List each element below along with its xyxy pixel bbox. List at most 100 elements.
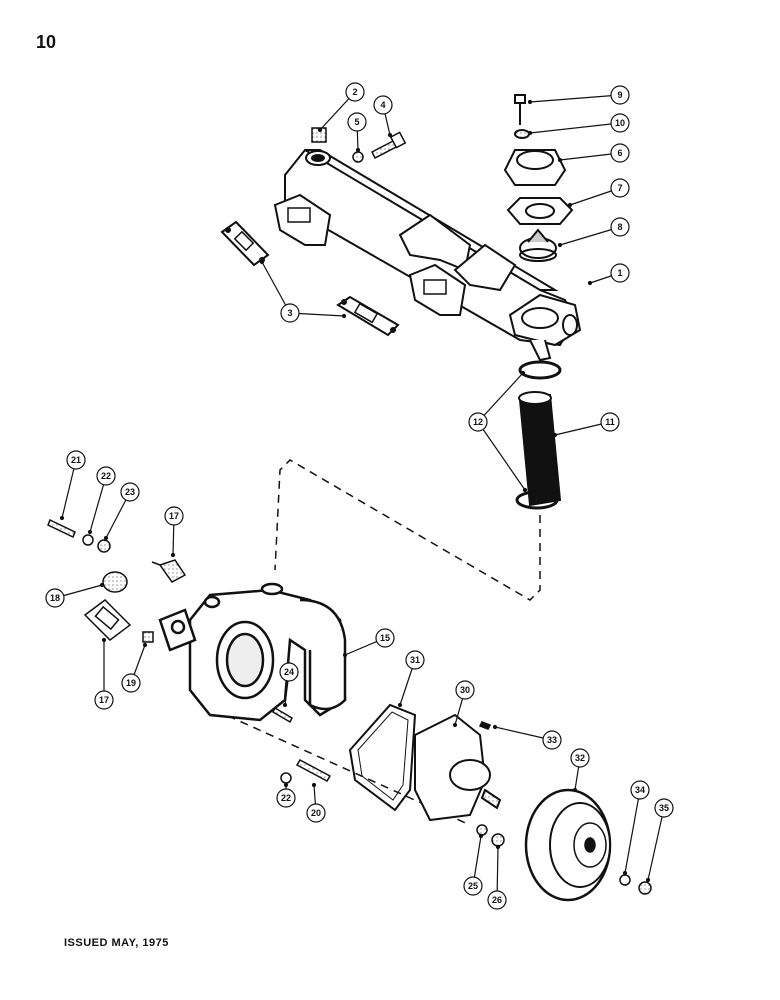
callout-circle [345,82,365,102]
callout-leader-dot [341,313,347,319]
callout-leader-line [477,421,526,491]
callout-leader-line [647,807,665,881]
callout-c3: 3 [259,259,347,323]
callout-circle [570,748,590,768]
callout-number: 32 [575,753,585,763]
callout-leader-dot [59,515,65,521]
callout-c35: 35 [645,798,674,883]
callout-c9: 9 [527,85,630,105]
callout-number: 9 [617,90,622,100]
callout-circle [373,95,393,115]
callout-leader-line [477,372,524,423]
callout-number: 35 [659,803,669,813]
callout-circle [164,506,184,526]
callout-circle [542,730,562,750]
callout-circle [279,662,299,682]
callout-circle [610,85,630,105]
assembly-path-lines [214,459,541,826]
callout-c34: 34 [622,780,650,876]
callout-number: 30 [460,685,470,695]
callout-number: 22 [281,793,291,803]
callout-circle [347,112,367,132]
callout-c32: 32 [570,748,590,793]
callout-c17b: 17 [94,637,114,710]
callout-leader-dot [397,702,403,708]
callout-leader-dot [557,242,563,248]
callout-leader-dot [355,147,361,153]
callout-leader-dot [99,582,105,588]
callout-c4: 4 [373,95,393,138]
callout-leader-line [261,261,291,314]
callout-c25: 25 [463,833,484,896]
callout-number: 11 [605,417,615,427]
housing-hardware-parts [47,518,332,784]
callout-leader-dot [527,130,533,136]
callout-circle [306,803,326,823]
callout-leader-dot [452,722,458,728]
callout-leader-dot [142,642,148,648]
thermostat-assembly-parts [503,94,574,262]
callout-leader-dot [387,132,393,138]
callout-number: 26 [492,895,502,905]
callout-leader-dot [552,432,558,438]
callout-number: 4 [380,100,385,110]
callout-number: 17 [169,511,179,521]
callout-leader-dot [103,535,109,541]
callout-c33: 33 [492,724,562,750]
callout-leader-dot [492,724,498,730]
callout-number: 21 [71,455,81,465]
callout-c1: 1 [587,263,630,286]
callout-number: 23 [125,487,135,497]
callout-leader-dot [282,702,288,708]
callout-number: 2 [352,87,357,97]
callout-number: 7 [617,183,622,193]
callout-number: 31 [410,655,420,665]
callout-circle [468,412,488,432]
callout-leader-dot [101,637,107,643]
callout-c20: 20 [306,782,326,823]
callout-leader-dot [87,529,93,535]
callout-circle [96,466,116,486]
callout-number: 25 [468,881,478,891]
callout-number: 10 [615,118,625,128]
callout-leader-line [89,475,107,533]
callout-number: 18 [50,593,60,603]
callout-circle [120,482,140,502]
callout-c2: 2 [317,82,365,133]
callout-c10: 10 [527,113,630,136]
callout-number: 22 [101,471,111,481]
callout-circle [375,628,395,648]
callout-c19: 19 [121,642,148,693]
callout-circle [280,303,300,323]
callout-circle [455,680,475,700]
callout-leader-dot [557,157,563,163]
callout-circle [121,673,141,693]
callout-leader-dot [520,370,526,376]
issued-date-label: ISSUED MAY, 1975 [64,937,169,949]
callout-circle [610,178,630,198]
callout-number: 3 [287,308,292,318]
callout-leader-dot [645,877,651,883]
callout-c5: 5 [347,112,367,153]
callout-leader-dot [311,782,317,788]
callout-c21: 21 [59,450,86,521]
callout-circle [600,412,620,432]
callout-c26: 26 [487,844,507,910]
callout-layer: 1234567891011121517171819202122222324252… [45,82,674,910]
callout-circle [66,450,86,470]
callout-number: 8 [617,222,622,232]
callout-leader-dot [572,787,578,793]
callout-c22a: 22 [87,466,116,535]
callout-circle [463,876,483,896]
hose-and-clamps-parts [515,360,562,510]
callout-leader-dot [587,280,593,286]
callout-leader-dot [283,782,289,788]
callout-circle [630,780,650,800]
callout-c23: 23 [103,482,140,541]
callout-number: 15 [380,633,390,643]
callout-c7: 7 [567,178,630,208]
callout-number: 20 [311,808,321,818]
callout-c15: 15 [342,628,395,658]
callout-c30: 30 [452,680,475,728]
